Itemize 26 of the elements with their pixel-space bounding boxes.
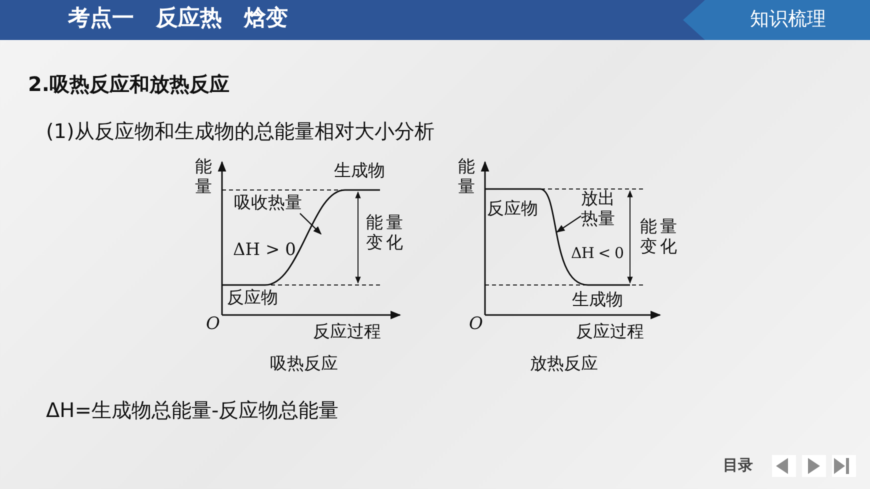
origin-label: O — [469, 314, 483, 334]
formula-text: ΔH > 0 — [233, 240, 296, 260]
axis-label: 能量 — [458, 157, 476, 198]
axis-label: 反应过程 — [576, 322, 644, 342]
diagram-caption: 吸热反应 — [270, 354, 338, 374]
curve-label: 反应物 — [487, 199, 538, 220]
leader-line — [300, 212, 322, 235]
heading: 2.吸热反应和放热反应 — [28, 72, 230, 96]
slide-title: 考点一 反应热 焓变 — [68, 6, 288, 32]
dimension-label: 能量变化 — [366, 213, 406, 254]
curve-label: 生成物 — [334, 161, 385, 182]
diagram-caption: 放热反应 — [530, 354, 598, 374]
formula-text: ΔH < 0 — [571, 244, 624, 262]
dimension-label: 能量变化 — [640, 217, 680, 258]
axis-label: 反应过程 — [313, 322, 381, 342]
formula-text: ΔH=生成物总能量-反应物总能量 — [46, 398, 339, 422]
axis-label: 能量 — [195, 157, 213, 198]
curve-label: 反应物 — [227, 288, 278, 308]
leader-line — [556, 216, 582, 232]
curve-label: 生成物 — [572, 290, 623, 310]
callout-text: 放出热量 — [581, 189, 617, 230]
section-label: 知识梳理 — [750, 8, 826, 31]
callout-text: 吸收热量 — [234, 193, 302, 214]
origin-label: O — [206, 314, 220, 334]
subheading: (1)从反应物和生成物的总能量相对大小分析 — [46, 119, 434, 143]
menu-link: 目录 — [723, 456, 753, 474]
